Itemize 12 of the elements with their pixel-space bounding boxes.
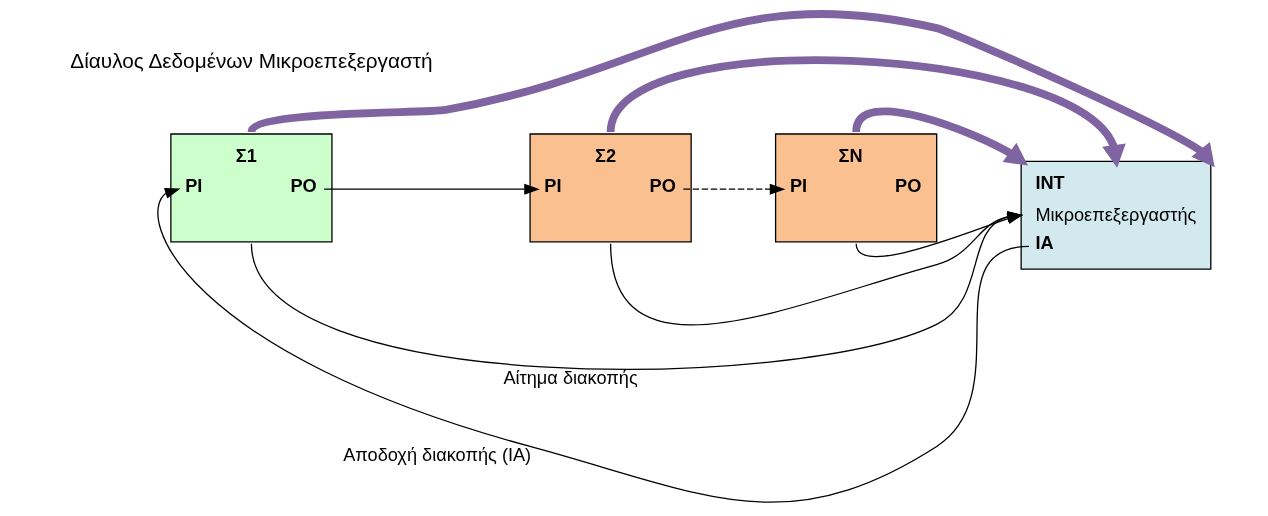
node-box: ΣΝ PI PO [774,133,938,243]
node-box: INT Μικροεπεξεργαστής IA [1020,160,1212,270]
arrow [606,56,1126,168]
node-box: Σ1 PI PO [170,133,333,243]
arrow [682,183,786,195]
node-box: Σ2 PI PO [529,133,692,243]
edge-label: Αποδοχή διακοπής (IA) [343,444,532,465]
label: Δίαυλος Δεδομένων Μικροεπεξεργαστή [70,49,433,73]
arrow [157,188,1030,503]
arrow [248,10,1215,168]
edge-label: Αίτημα διακοπής [503,367,638,388]
arrow [323,183,540,195]
